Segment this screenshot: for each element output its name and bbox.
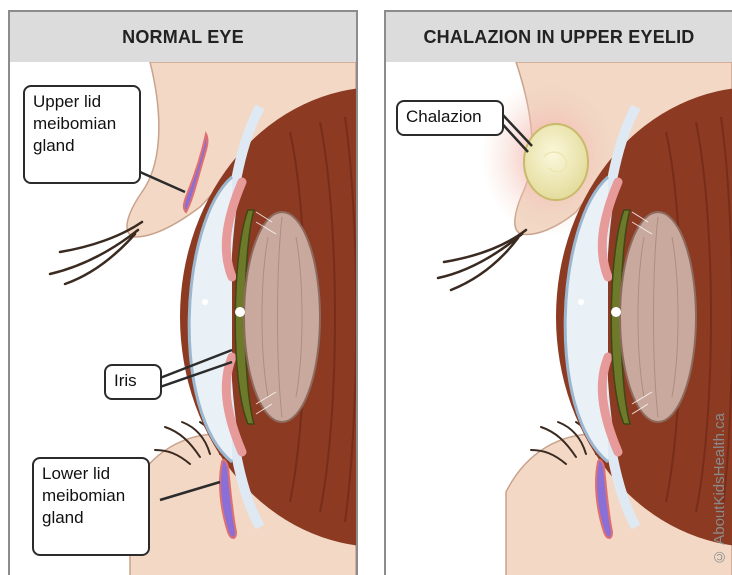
lens <box>244 212 320 422</box>
upper-eyelashes <box>438 230 526 290</box>
normal-eye-panel: NORMAL EYE <box>8 10 358 575</box>
watermark: © AboutKidsHealth.ca <box>711 413 728 565</box>
panel-title-chalazion: CHALAZION IN UPPER EYELID <box>386 12 732 62</box>
chalazion-panel: CHALAZION IN UPPER EYELID <box>384 10 732 575</box>
chalazion-cyst <box>524 124 588 200</box>
callout-iris: Iris <box>104 364 162 400</box>
callout-lower-lid-gland: Lower lid meibomian gland <box>32 457 150 556</box>
callout-upper-lid-gland: Upper lid meibomian gland <box>23 85 141 184</box>
chalazion-illustration <box>386 62 732 575</box>
callout-chalazion: Chalazion <box>396 100 504 136</box>
lens <box>620 212 696 422</box>
upper-eyelashes <box>50 222 142 284</box>
panel-title-normal-eye: NORMAL EYE <box>10 12 356 62</box>
